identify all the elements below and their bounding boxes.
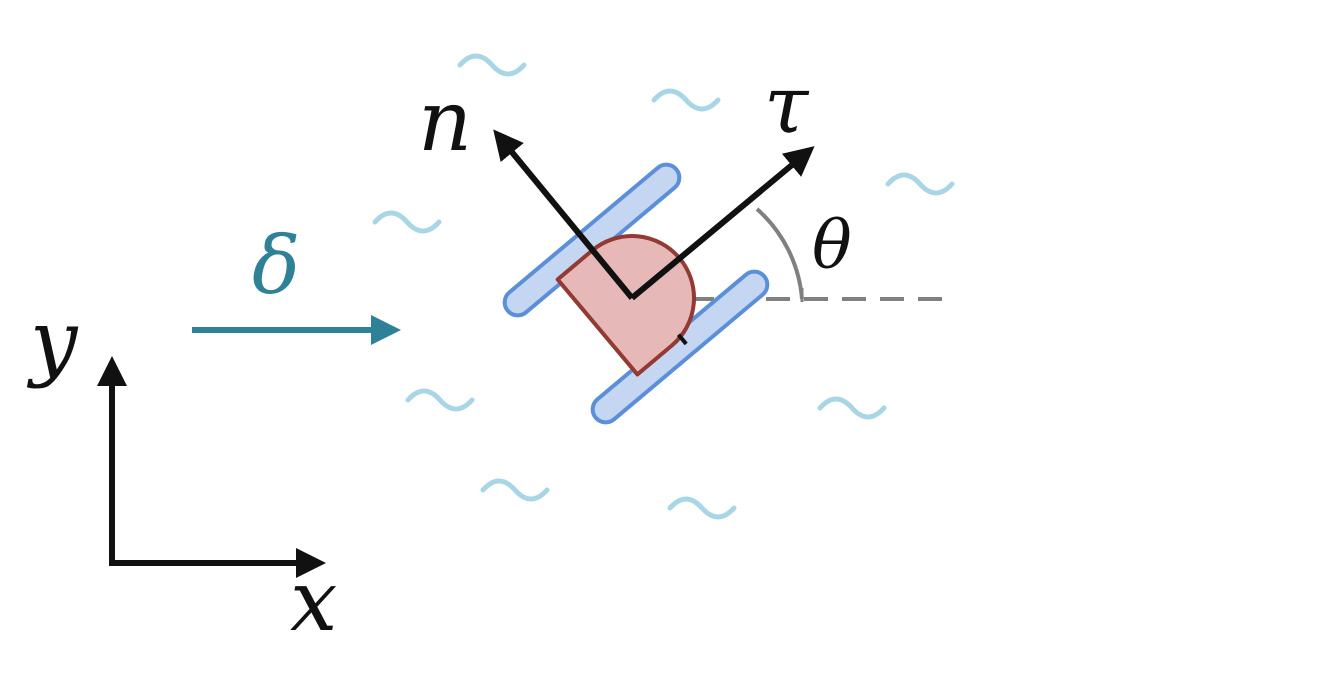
tilde-wave-icon — [651, 88, 721, 112]
angle-label: θ — [812, 207, 852, 284]
disturbance-label: δ — [252, 219, 300, 312]
tilde-wave-icon — [885, 172, 955, 196]
tilde-wave-icon — [480, 478, 550, 502]
tilde-wave-icon — [372, 210, 442, 234]
x-axis-label: x — [290, 552, 337, 650]
tilde-wave-icon — [667, 496, 737, 520]
tangent-label: τ — [764, 58, 810, 151]
tangent-vector — [630, 146, 815, 301]
body-mark — [676, 333, 688, 346]
tilde-wave-icon — [405, 388, 475, 412]
y-axis-label: y — [26, 292, 79, 390]
angle-arc — [755, 207, 804, 300]
tilde-wave-icon — [457, 53, 527, 77]
normal-vector — [493, 129, 635, 300]
water-waves — [372, 53, 955, 520]
tilde-wave-icon — [817, 396, 887, 420]
normal-label: n — [418, 72, 472, 170]
coordinate-axes — [97, 356, 326, 578]
